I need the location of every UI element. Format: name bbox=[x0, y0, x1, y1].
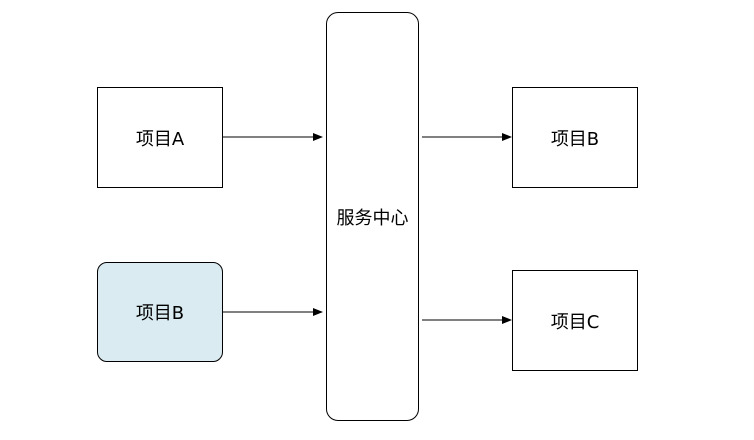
node-project-c-label: 项目C bbox=[550, 311, 600, 333]
node-project-b-target-label: 项目B bbox=[550, 128, 600, 150]
node-project-c: 项目C bbox=[512, 270, 638, 371]
node-project-b-source: 项目B bbox=[97, 262, 223, 362]
node-service-center-label: 服务中心 bbox=[336, 207, 409, 229]
node-project-b-source-label: 项目B bbox=[135, 303, 185, 324]
node-project-a-label: 项目A bbox=[135, 128, 185, 150]
node-service-center: 服务中心 bbox=[326, 12, 419, 421]
node-project-b-target: 项目B bbox=[512, 87, 638, 188]
node-project-a: 项目A bbox=[97, 87, 223, 188]
